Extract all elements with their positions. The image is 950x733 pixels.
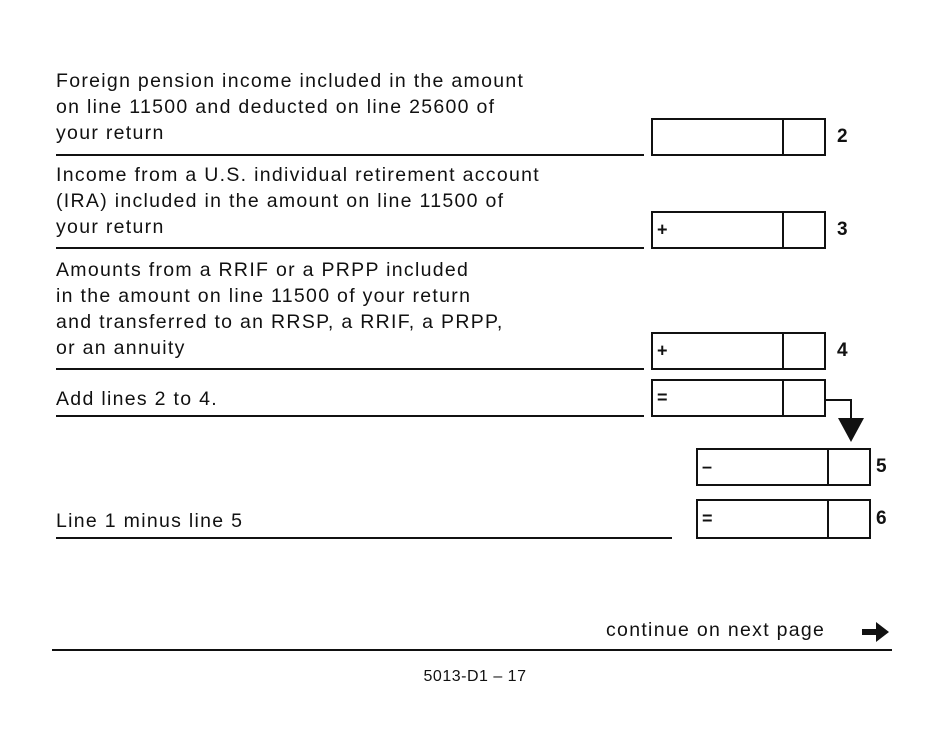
footer-rule [52,649,892,651]
minus-operator: – [702,456,713,477]
cents-separator [827,501,829,537]
line-6-amount-field[interactable]: = [696,499,871,539]
line-3-number: 3 [837,219,848,240]
arrow-right-icon [862,622,889,642]
equals-operator: = [657,387,668,408]
plus-operator: + [657,219,668,240]
cents-separator [782,334,784,368]
plus-operator: + [657,340,668,361]
cents-separator [782,120,784,154]
line-3-rule [56,247,644,249]
line-3-amount-field[interactable]: + [651,211,826,249]
line-6-label: Line 1 minus line 5 [56,510,244,532]
line-6-number: 6 [876,508,887,529]
line-4-amount-field[interactable]: + [651,332,826,370]
line-6-rule [56,537,672,539]
line-2-amount-field[interactable] [651,118,826,156]
arrow-down-icon [825,399,864,442]
line-2-rule [56,154,644,156]
page-number: 5013-D1 – 17 [423,668,527,685]
continue-text: continue on next page [606,619,826,641]
line-5-amount-field[interactable]: – [696,448,871,486]
cents-separator [827,450,829,484]
cents-separator [782,381,784,415]
line-5-number: 5 [876,456,887,477]
cents-separator [782,213,784,247]
line-4-number: 4 [837,340,848,361]
line-4-rule [56,368,644,370]
subtotal-rule [56,415,644,417]
line-4-label: Amounts from a RRIF or a PRPP included i… [56,259,504,359]
subtotal-amount-field[interactable]: = [651,379,826,417]
line-2-number: 2 [837,126,848,147]
line-2-label: Foreign pension income included in the a… [56,70,525,144]
equals-operator: = [702,508,713,529]
subtotal-label: Add lines 2 to 4. [56,388,218,410]
line-3-label: Income from a U.S. individual retirement… [56,164,541,238]
